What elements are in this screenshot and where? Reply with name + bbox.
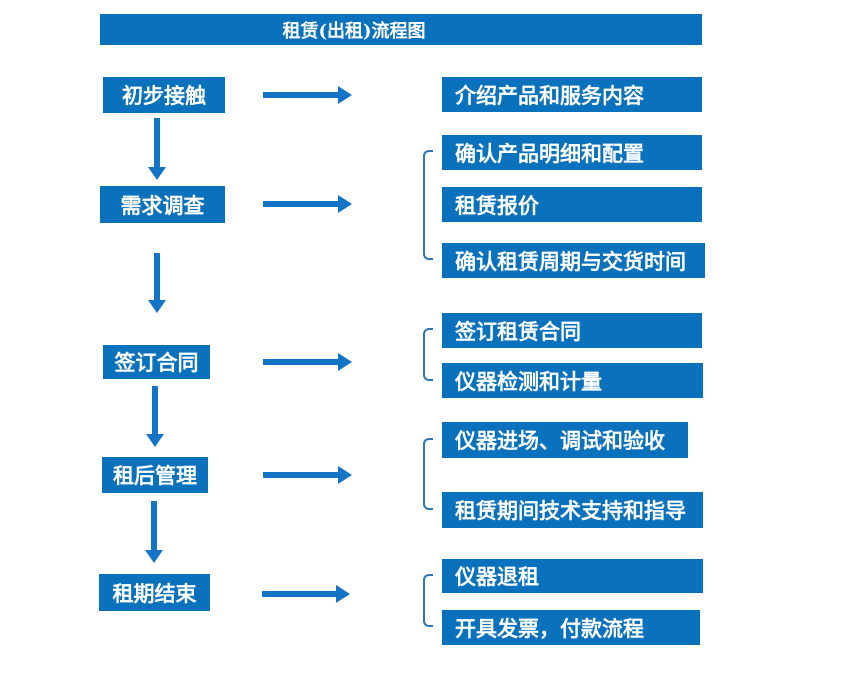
detail-box-introduce-products: 介绍产品和服务内容 [442, 77, 702, 112]
step-box-initial-contact: 初步接触 [103, 77, 225, 113]
arrow-right-icon [263, 86, 352, 104]
detail-box-invoice-payment: 开具发票，付款流程 [442, 610, 700, 645]
bracket-group-rental-end [423, 574, 433, 627]
detail-box-rental-quote: 租赁报价 [442, 187, 702, 222]
detail-box-instrument-return: 仪器退租 [442, 559, 703, 593]
detail-box-sign-rental-contract: 签订租赁合同 [442, 313, 702, 348]
detail-box-instrument-test-calibration: 仪器检测和计量 [442, 363, 703, 398]
step-box-post-rental-management: 租后管理 [102, 457, 208, 493]
flowchart-title: 租赁(出租)流程图 [100, 14, 702, 45]
detail-box-technical-support: 租赁期间技术支持和指导 [442, 492, 703, 528]
arrow-right-icon [262, 585, 350, 603]
bracket-group-demand-survey [423, 150, 433, 260]
step-box-sign-contract: 签订合同 [103, 345, 210, 379]
arrow-down-icon [148, 253, 166, 313]
detail-box-confirm-period-delivery: 确认租赁周期与交货时间 [442, 243, 705, 278]
arrow-right-icon [263, 466, 352, 484]
arrow-down-icon [146, 386, 164, 447]
bracket-group-sign-contract [423, 328, 433, 381]
detail-box-confirm-product-config: 确认产品明细和配置 [442, 135, 702, 170]
arrow-right-icon [263, 195, 352, 213]
detail-box-instrument-entry-acceptance: 仪器进场、调试和验收 [442, 422, 688, 458]
bracket-group-post-rental [423, 438, 433, 510]
step-box-rental-end: 租期结束 [99, 574, 210, 611]
arrow-down-icon [148, 118, 166, 180]
arrow-right-icon [263, 353, 352, 371]
step-box-demand-survey: 需求调查 [100, 186, 225, 223]
arrow-down-icon [145, 501, 163, 563]
